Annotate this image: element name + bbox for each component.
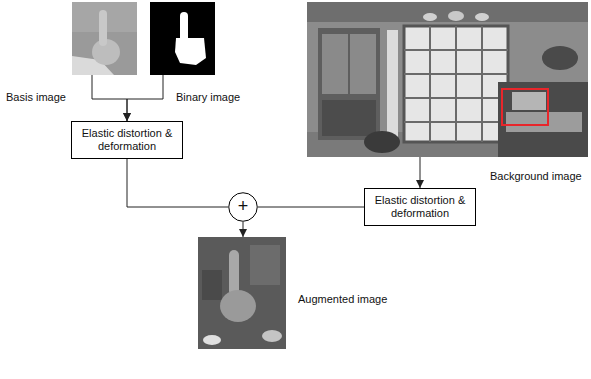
image-panel: Basis image [72,2,137,75]
process-label: Elastic distortion & deformation [79,127,175,153]
basis-photo [72,2,137,75]
plate [475,13,489,21]
image-panel: Background image [307,2,588,157]
image-panel: Binary image [150,2,215,75]
pillow [512,92,546,110]
cabinet-door [322,34,348,94]
plant [542,46,578,70]
cabinet-door [350,34,376,94]
operator-symbol: + [228,192,258,220]
image-caption: Binary image [176,91,240,104]
wall [307,2,588,157]
plate [423,13,437,21]
flow-connector [127,75,163,121]
cabinet-base [322,100,376,136]
blotch [202,270,222,300]
highlight [262,330,282,342]
finger [229,250,239,296]
cushion [506,112,582,132]
plate [448,11,464,21]
cabinet [318,28,380,140]
process-label: Elastic distortion & deformation [372,194,468,220]
mask-ground [150,2,215,75]
photo-ground [72,2,137,75]
ceiling [307,2,588,22]
image-panel: Augmented image [198,237,286,349]
image-caption: Basis image [6,91,66,104]
image-caption: Augmented image [298,293,387,306]
flow-connector [258,207,364,208]
door-grid [404,26,508,142]
highlight [203,335,221,345]
circle-outline [229,193,258,222]
french-door [404,26,508,142]
plant [364,131,400,153]
flow-connector [92,75,127,121]
background-photo [307,2,588,157]
augmented-photo [198,237,286,349]
fist [220,290,256,322]
flow-connector [127,159,228,207]
photo-ground [198,237,286,349]
process-box: Elastic distortion & deformation [364,188,476,226]
flow-connector [243,222,244,237]
blotch [250,245,280,285]
finger [99,10,107,46]
crop-marker [502,89,548,125]
mask-fist [175,38,206,65]
image-caption: Background image [490,170,582,183]
process-box: Elastic distortion & deformation [71,121,183,159]
binary-mask [150,2,215,75]
mask-finger [180,12,188,42]
flow-connector [420,157,421,188]
sum-circle: + [228,192,258,222]
chair [498,82,588,157]
side-window [387,30,398,138]
